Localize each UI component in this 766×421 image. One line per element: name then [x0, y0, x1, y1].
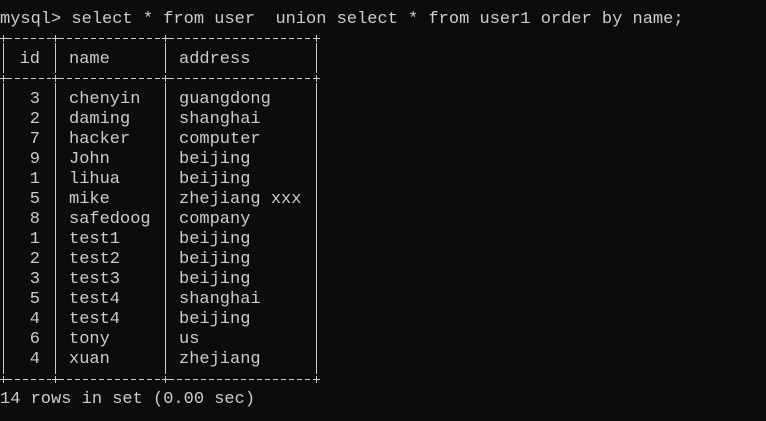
table-border-corner	[162, 35, 169, 42]
cell-address: company	[179, 210, 251, 229]
cell-id: 1	[29, 230, 40, 249]
table-row: 8 safedoog company	[0, 210, 330, 230]
table-border-corner	[313, 75, 320, 82]
result-summary: 14 rows in set (0.00 sec)	[0, 390, 256, 409]
table-border-column	[55, 43, 56, 73]
table-row: 1 test1 beijing	[0, 230, 330, 250]
table-row: 6 tony us	[0, 330, 330, 350]
cell-id: 2	[29, 110, 40, 129]
cell-address: beijing	[179, 150, 251, 169]
cell-address: zhejiang	[179, 350, 261, 369]
cell-address: beijing	[179, 250, 251, 269]
table-row: 9 John beijing	[0, 150, 330, 170]
cell-name: xuan	[69, 350, 110, 369]
cell-id: 5	[29, 290, 40, 309]
cell-id: 3	[29, 90, 40, 109]
table-row: 2 daming shanghai	[0, 110, 330, 130]
table-row: 5 test4 shanghai	[0, 290, 330, 310]
cell-address: shanghai	[179, 290, 261, 309]
cell-name: John	[69, 150, 110, 169]
cell-name: mike	[69, 190, 110, 209]
cell-id: 5	[29, 190, 40, 209]
table-row: 3 chenyin guangdong	[0, 90, 330, 110]
cell-address: us	[179, 330, 200, 349]
cell-name: test2	[69, 250, 121, 269]
table-border-rule	[59, 78, 161, 79]
table-border-column	[3, 43, 4, 73]
table-border-rule	[7, 38, 51, 39]
cell-address: beijing	[179, 170, 251, 189]
table-border-corner	[0, 376, 7, 383]
table-border-corner	[162, 75, 169, 82]
cell-address: beijing	[179, 230, 251, 249]
cell-name: safedoog	[69, 210, 151, 229]
cell-id: 8	[29, 210, 40, 229]
table-border-rule	[169, 38, 312, 39]
table-border-column	[316, 83, 317, 374]
table-border-corner	[162, 376, 169, 383]
cell-name: daming	[69, 110, 131, 129]
table-border-rule	[7, 379, 51, 380]
table-border-column	[165, 43, 166, 73]
column-header-address: address	[179, 50, 251, 69]
cell-id: 9	[29, 150, 40, 169]
mysql-prompt: mysql>	[0, 10, 62, 29]
cell-id: 2	[29, 250, 40, 269]
cell-address: computer	[179, 130, 261, 149]
table-border-column	[165, 83, 166, 374]
cell-name: lihua	[69, 170, 121, 189]
cell-name: test3	[69, 270, 121, 289]
table-border-corner	[52, 376, 59, 383]
cell-id: 4	[29, 310, 40, 329]
command-line: mysql> select * from user union select *…	[0, 10, 684, 30]
table-border-rule	[7, 78, 51, 79]
cell-name: tony	[69, 330, 110, 349]
table-header-row: id name address	[0, 50, 330, 70]
table-border-corner	[52, 35, 59, 42]
table-border-column	[55, 83, 56, 374]
cell-id: 6	[29, 330, 40, 349]
cell-name: chenyin	[69, 90, 141, 109]
cell-id: 3	[29, 270, 40, 289]
table-row: 3 test3 beijing	[0, 270, 330, 290]
table-row: 4 xuan zhejiang	[0, 350, 330, 370]
cell-name: test1	[69, 230, 121, 249]
table-row: 1 lihua beijing	[0, 170, 330, 190]
table-border-column	[316, 43, 317, 73]
table-border-corner	[313, 376, 320, 383]
table-row: 4 test4 beijing	[0, 310, 330, 330]
table-row: 5 mike zhejiang xxx	[0, 190, 330, 210]
column-header-name: name	[69, 50, 110, 69]
table-border-rule	[59, 379, 161, 380]
cell-name: hacker	[69, 130, 131, 149]
table-border-rule	[169, 379, 312, 380]
cell-id: 1	[29, 170, 40, 189]
table-border-corner	[52, 75, 59, 82]
table-border-rule	[59, 38, 161, 39]
cell-name: test4	[69, 290, 121, 309]
column-header-id: id	[19, 50, 40, 69]
table-row: 7 hacker computer	[0, 130, 330, 150]
cell-id: 4	[29, 350, 40, 369]
table-border-corner	[0, 75, 7, 82]
table-border-column	[3, 83, 4, 374]
table-border-corner	[313, 35, 320, 42]
table-border-rule	[169, 78, 312, 79]
cell-name: test4	[69, 310, 121, 329]
cell-id: 7	[29, 130, 40, 149]
cell-address: beijing	[179, 310, 251, 329]
cell-address: beijing	[179, 270, 251, 289]
cell-address: guangdong	[179, 90, 271, 109]
command-text: select * from user union select * from u…	[61, 10, 684, 29]
cell-address: zhejiang xxx	[179, 190, 302, 209]
table-row: 2 test2 beijing	[0, 250, 330, 270]
cell-address: shanghai	[179, 110, 261, 129]
table-border-corner	[0, 35, 7, 42]
